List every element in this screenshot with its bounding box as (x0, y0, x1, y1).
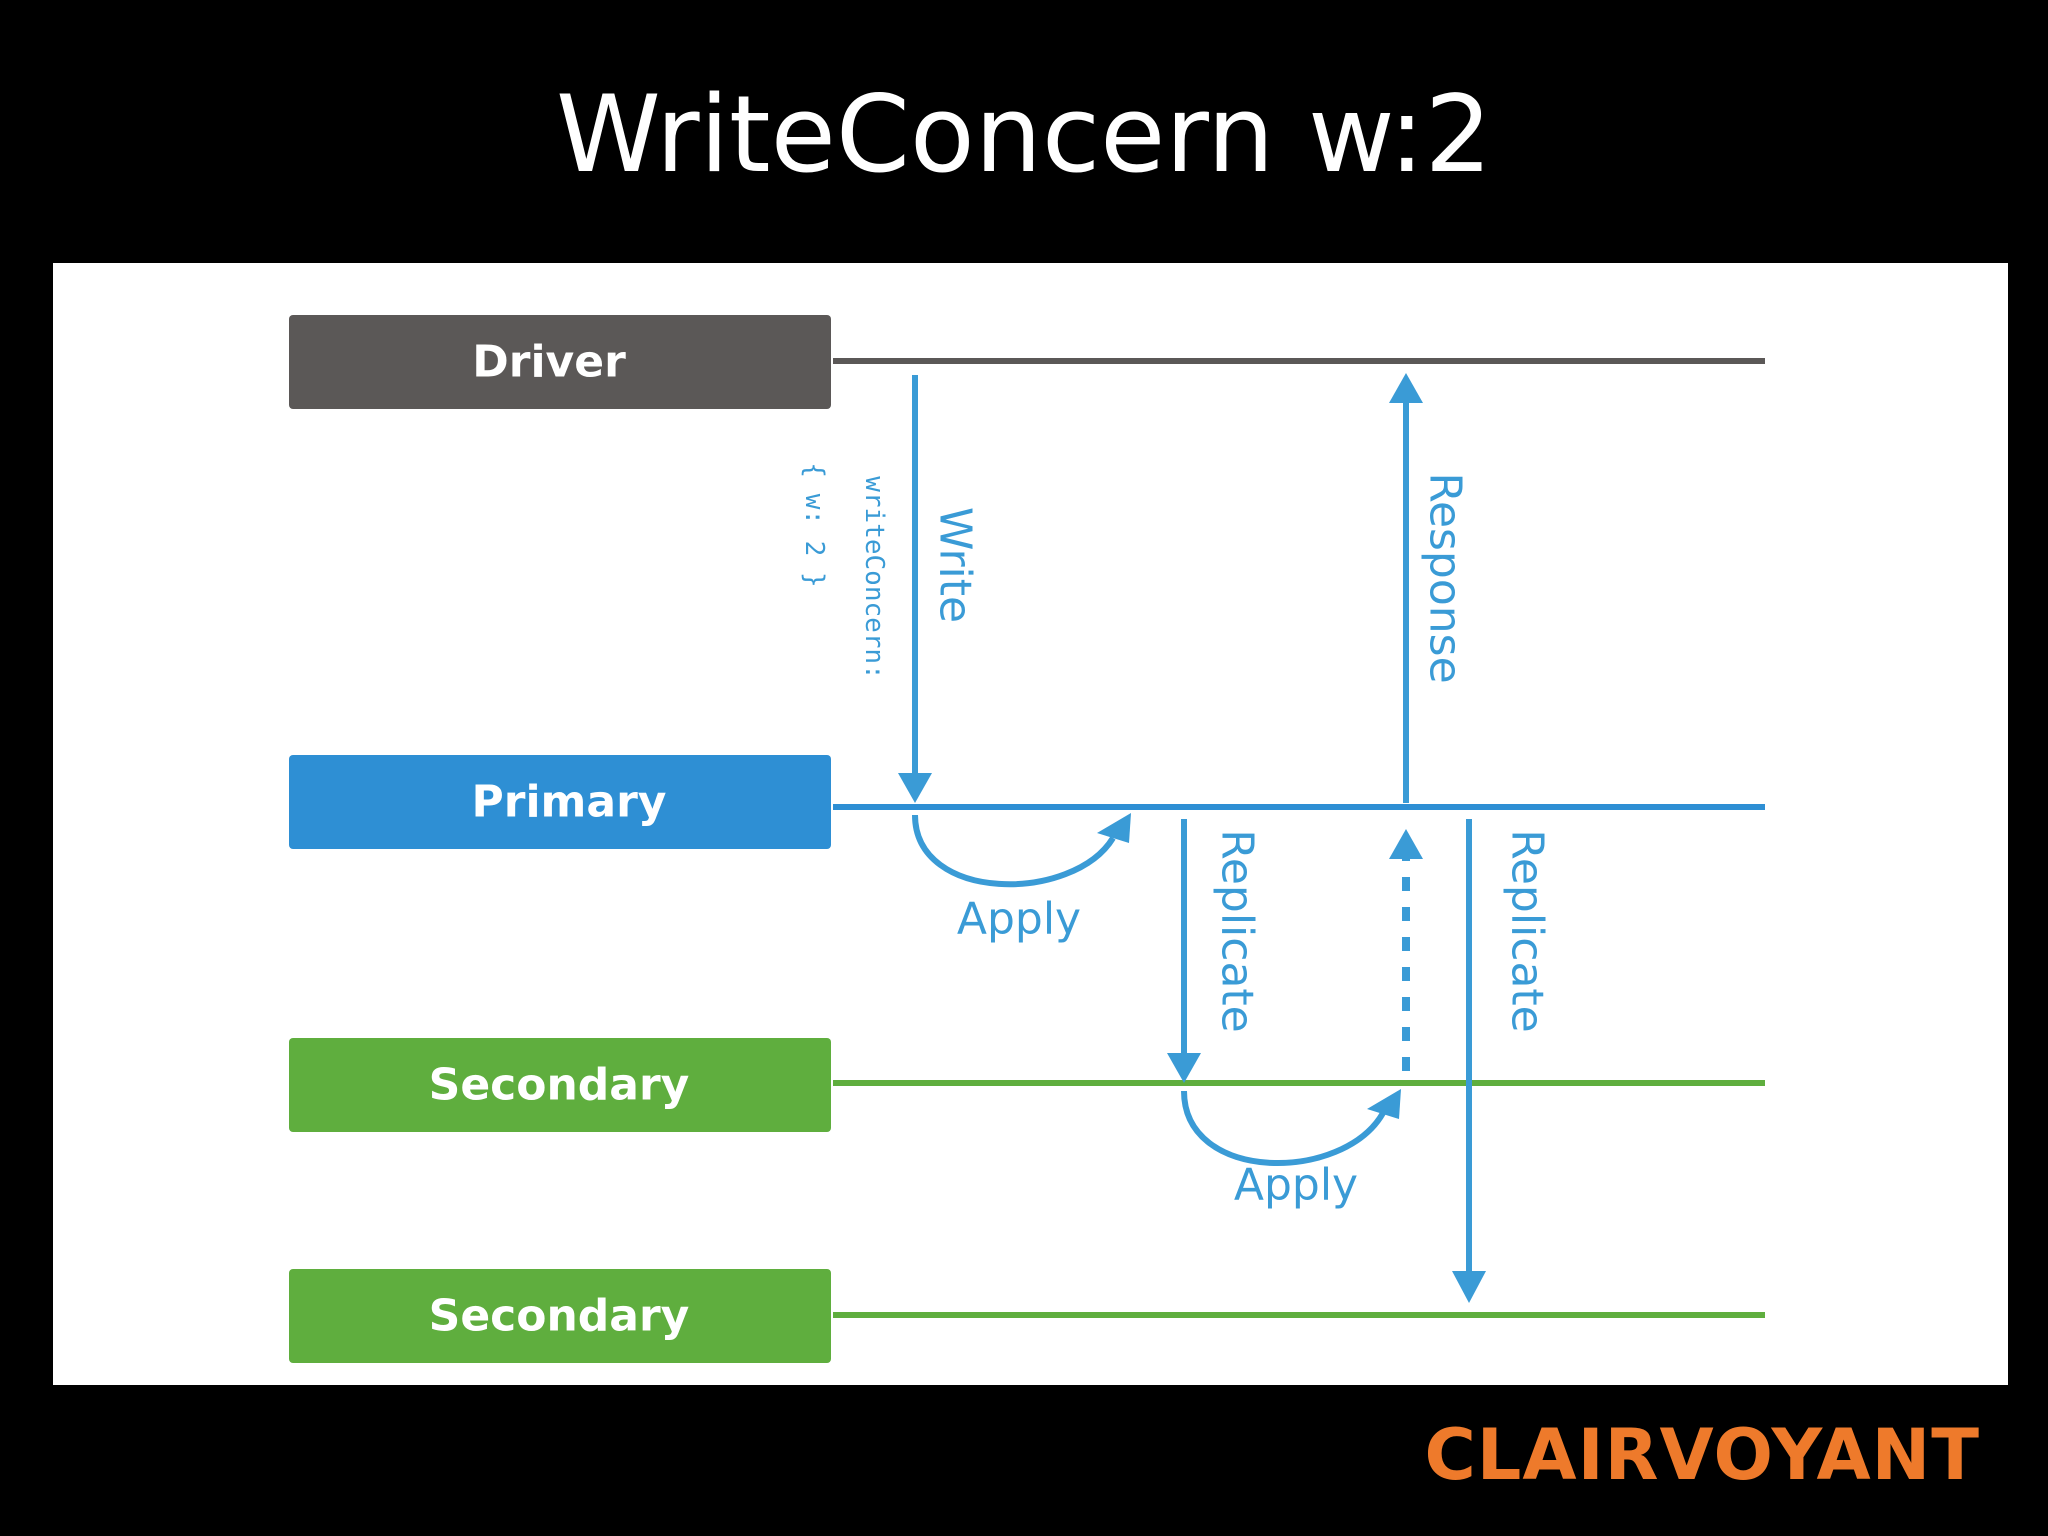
secondary-2-node: Secondary (289, 1269, 831, 1363)
ack-dashed-arrow (1389, 829, 1423, 1071)
secondary-2-label: Secondary (429, 1291, 690, 1342)
brand-logo-text: CLAIRVOYANT (1424, 1414, 1980, 1496)
primary-node: Primary (289, 755, 831, 849)
apply-secondary-label: Apply (1234, 1160, 1358, 1211)
write-concern-value: { w: 2 } (799, 462, 829, 587)
write-label: Write (930, 507, 981, 623)
secondary-1-label: Secondary (429, 1060, 690, 1111)
write-concern-label: writeConcern: (859, 476, 889, 680)
replicate-1-arrow (1167, 819, 1201, 1083)
write-arrow (898, 375, 932, 803)
replicate-2-label: Replicate (1502, 829, 1553, 1033)
diagram-panel: Driver Primary Secondary Secondary Write… (53, 263, 2008, 1385)
apply-primary-arrow (912, 813, 1131, 888)
apply-primary-label: Apply (957, 894, 1081, 945)
secondary-1-node: Secondary (289, 1038, 831, 1132)
apply-secondary-arrow (1181, 1089, 1401, 1167)
primary-label: Primary (472, 777, 667, 828)
slide-title: WriteConcern w:2 (555, 73, 1493, 196)
replicate-2-arrow (1452, 819, 1486, 1303)
replicate-1-label: Replicate (1212, 829, 1263, 1033)
writeconcern-diagram: Driver Primary Secondary Secondary Write… (289, 315, 1765, 1363)
response-label: Response (1420, 472, 1471, 683)
driver-node: Driver (289, 315, 831, 409)
driver-label: Driver (472, 337, 626, 388)
response-arrow (1389, 373, 1423, 803)
